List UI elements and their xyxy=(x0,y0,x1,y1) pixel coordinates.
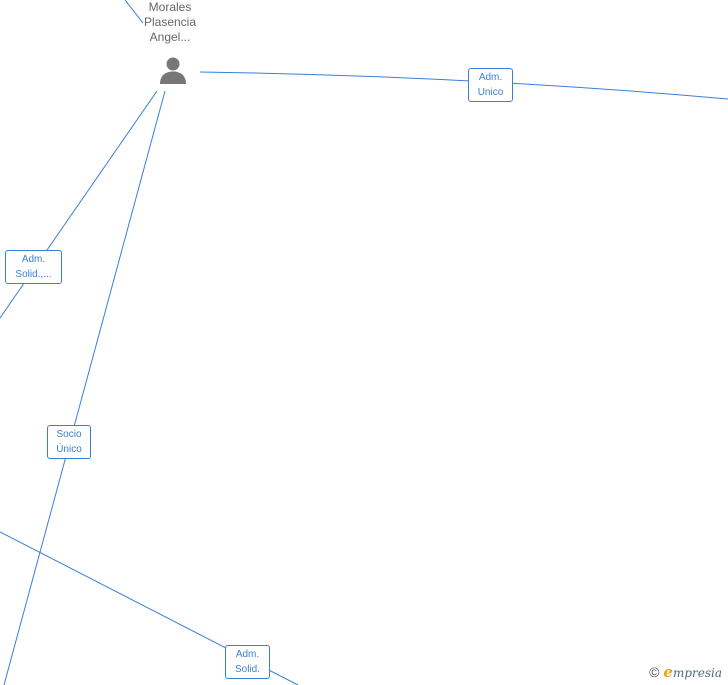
relation-socio-unico-line-1: Socio xyxy=(56,429,82,440)
relation-socio-unico-line-2: Único xyxy=(56,444,82,455)
person-name-line-3: Angel... xyxy=(149,30,191,44)
person-name[interactable]: Morales Plasencia Angel... xyxy=(120,0,220,45)
relation-adm-unico[interactable]: Adm. Unico xyxy=(468,68,513,102)
edge-socio-unico[interactable] xyxy=(3,90,166,685)
relation-socio-unico[interactable]: Socio Único xyxy=(47,425,91,459)
relation-adm-unico-line-1: Adm. xyxy=(478,72,503,83)
relation-adm-solid-1-line-1: Adm. xyxy=(21,254,46,265)
brand-name: empresia xyxy=(663,663,722,681)
edge-adm-unico[interactable] xyxy=(199,71,728,100)
relation-adm-solid-2-line-2: Solid. xyxy=(234,664,260,675)
edge-top-stub xyxy=(124,0,144,24)
brand-watermark: © empresia xyxy=(649,663,722,681)
person-name-line-2: Plasencia xyxy=(143,15,197,29)
person-icon[interactable] xyxy=(158,55,188,85)
person-name-line-1: Morales xyxy=(148,0,192,14)
relation-adm-solid-2-line-1: Adm. xyxy=(235,649,260,660)
relation-adm-solid-2[interactable]: Adm. Solid. xyxy=(225,645,270,679)
copyright-icon: © xyxy=(649,664,660,680)
brand-initial: e xyxy=(663,663,673,681)
relation-adm-solid-1-line-2: Solid.,... xyxy=(15,269,52,280)
relation-adm-solid-1[interactable]: Adm. Solid.,... xyxy=(5,250,62,284)
brand-name-rest: mpresia xyxy=(672,666,722,680)
relation-adm-unico-line-2: Unico xyxy=(477,87,504,98)
